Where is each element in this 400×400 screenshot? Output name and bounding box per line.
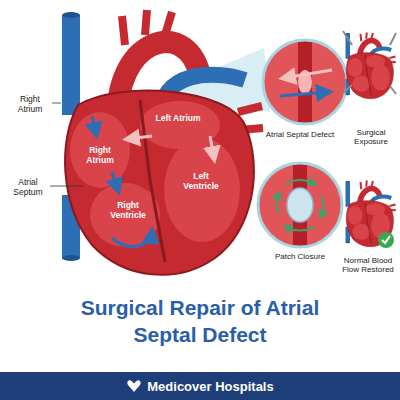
brand-band: Medicover Hospitals [0, 372, 400, 400]
chamber-label: Left Atrium [152, 114, 204, 124]
part-label: Right Atrium [9, 95, 51, 115]
panel-caption: Patch Closure [262, 252, 338, 261]
chamber-label: Left Ventricle [178, 172, 224, 192]
chamber-label: Right Ventricle [105, 201, 151, 221]
brand-name: Medicover Hospitals [147, 379, 273, 394]
chamber-label: Right Atrium [80, 146, 120, 166]
panel-caption: Normal Blood Flow Restored [339, 256, 397, 274]
panel-caption: Atrial Septal Defect [259, 130, 341, 139]
diagram-title: Surgical Repair of Atrial Septal Defect [50, 294, 350, 348]
panel-caption: Surgical Exposure [345, 128, 397, 146]
part-label: Atrial Septum [7, 178, 49, 198]
brand-icon [126, 379, 142, 393]
